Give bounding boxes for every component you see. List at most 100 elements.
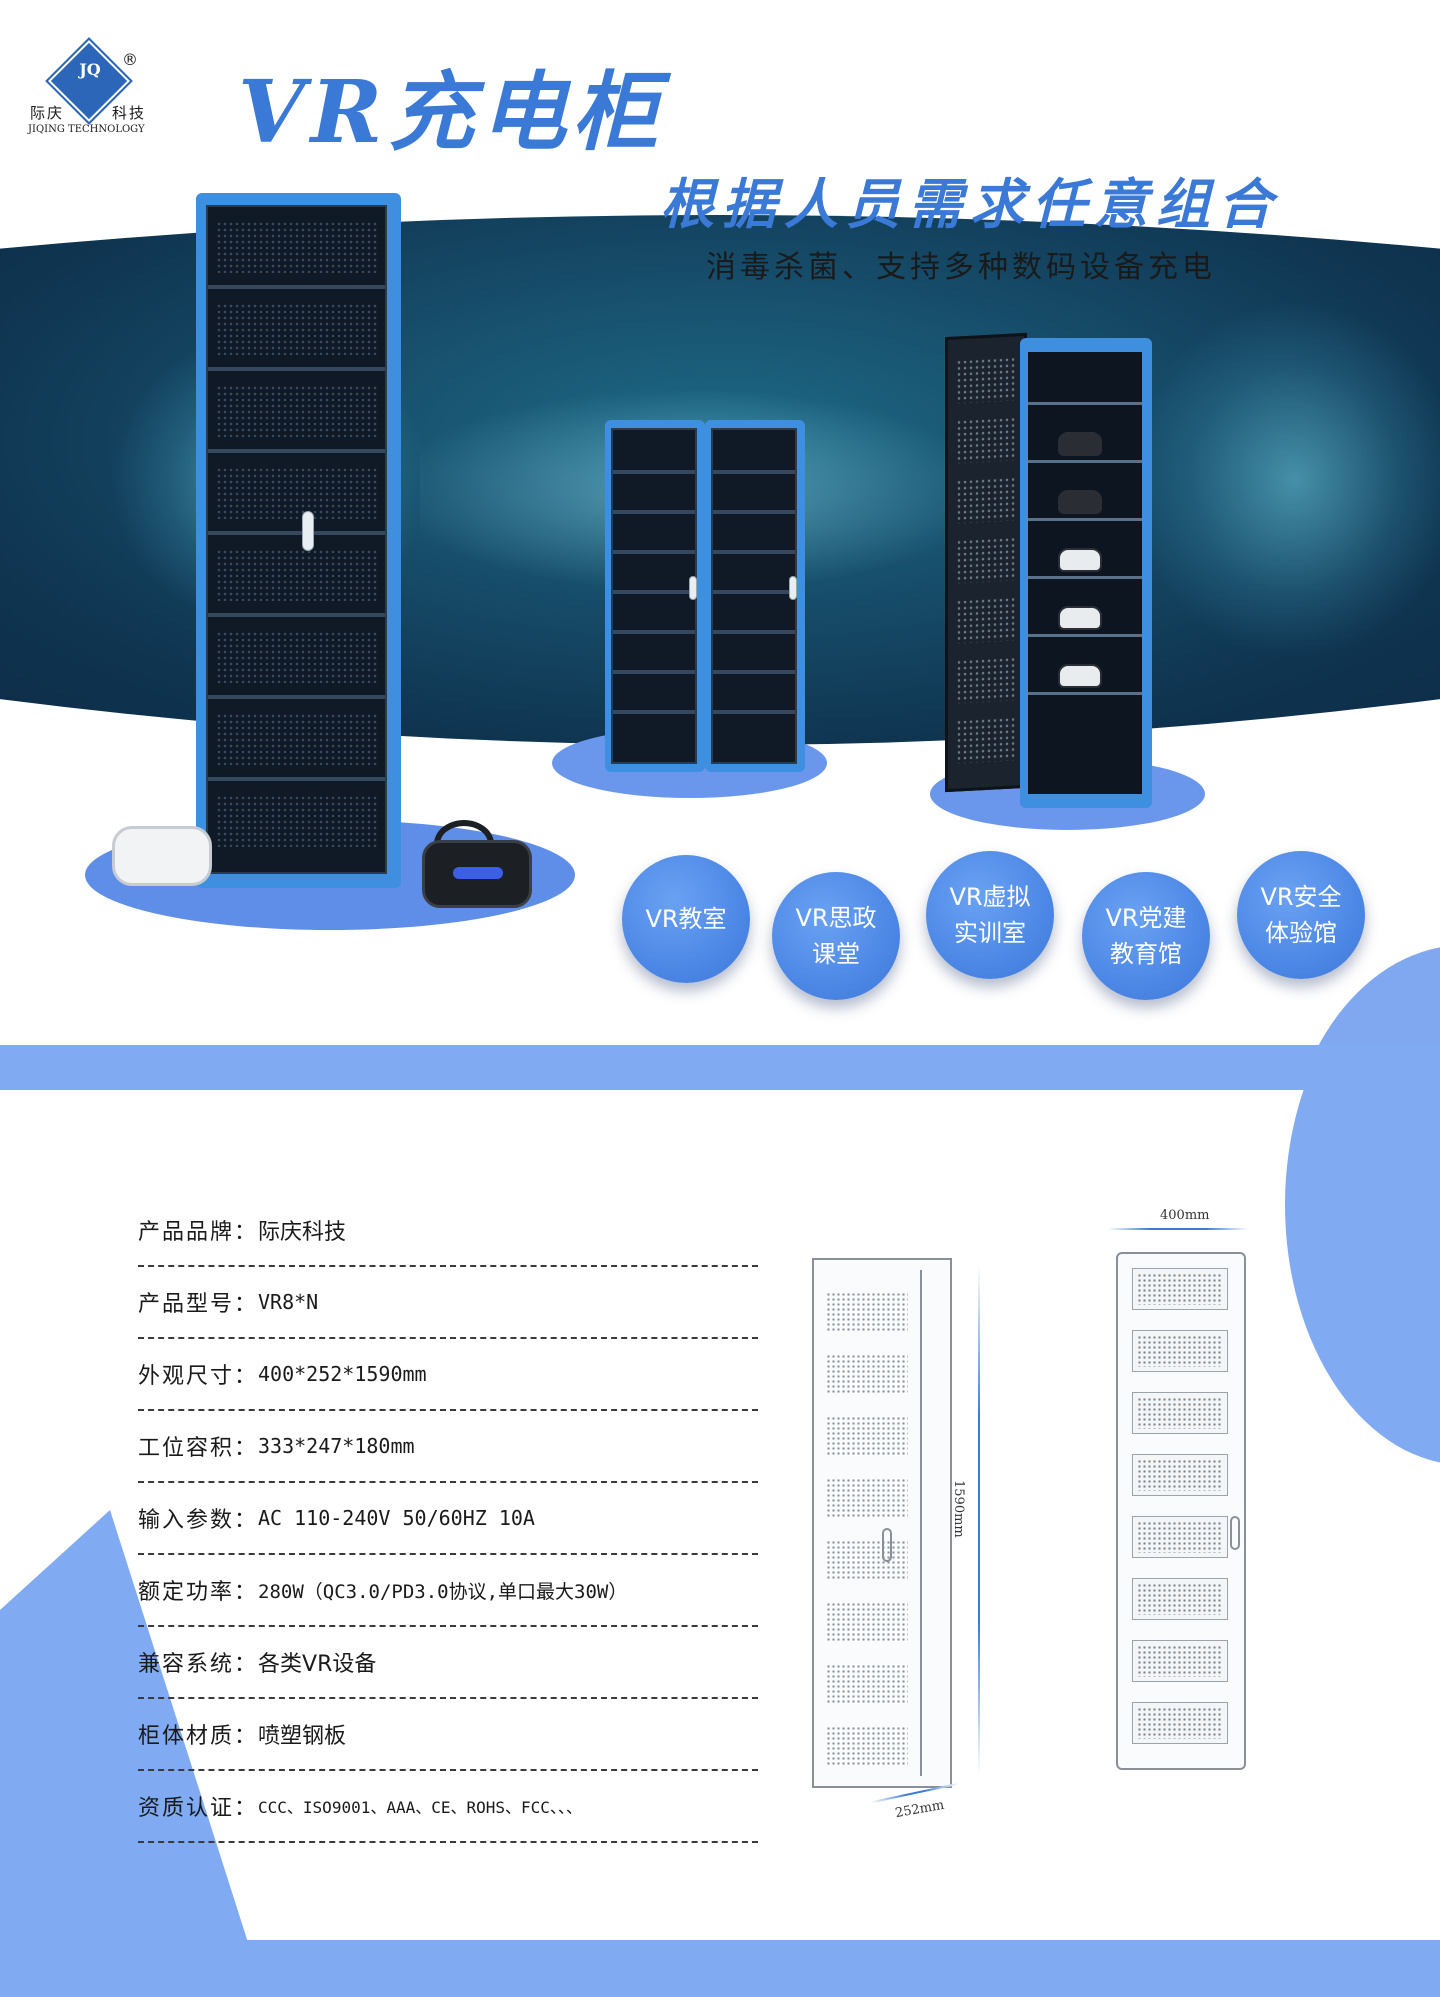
dimension-depth: 252mm	[894, 1797, 946, 1822]
cabinet-shelf	[713, 590, 795, 594]
cabinet-shelf	[1028, 576, 1142, 579]
cabinet-mesh	[216, 631, 377, 683]
drawing-mesh	[826, 1664, 908, 1704]
cabinet-shelf	[1028, 460, 1142, 463]
headset-lens	[453, 867, 503, 879]
cabinet-interior	[1028, 352, 1142, 794]
spec-row-size: 外观尺寸： 400*252*1590mm	[138, 1339, 758, 1411]
spec-key: 外观尺寸：	[138, 1364, 259, 1389]
drawing-mesh	[826, 1354, 908, 1394]
drawing-handle	[882, 1528, 892, 1562]
cabinet-small-right	[705, 420, 805, 772]
subtitle: 消毒杀菌、支持多种数码设备充电	[706, 250, 1216, 285]
drawing-panel	[1132, 1640, 1228, 1682]
cabinet-shelf	[208, 613, 385, 617]
cabinet-glass-door	[206, 205, 387, 874]
spec-key: 产品型号：	[138, 1292, 259, 1317]
drawing-front-face	[814, 1270, 922, 1776]
cabinet-shelf	[1028, 692, 1142, 695]
cabinet-shelf	[208, 777, 385, 781]
spec-key: 额定功率：	[138, 1580, 259, 1605]
dimension-height: 1590mm	[951, 1480, 966, 1538]
drawing-panel	[1132, 1578, 1228, 1620]
door-mesh	[956, 416, 1016, 464]
spec-value: CCC、ISO9001、AAA、CE、ROHS、FCC、、、	[258, 1798, 582, 1817]
cabinet-shelf	[613, 470, 695, 474]
vr-headset-icon	[1058, 606, 1102, 630]
spec-row-brand: 产品品牌： 际庆科技	[138, 1195, 758, 1267]
logo-name-en: JIQING TECHNOLOGY	[28, 124, 145, 135]
logo-name-left: 际庆	[30, 104, 65, 122]
page-title: VR充电柜	[238, 62, 665, 163]
cabinet-shelf	[613, 510, 695, 514]
cabinet-shelf	[613, 630, 695, 634]
cabinet-mesh	[216, 303, 377, 355]
drawing-panel	[1132, 1392, 1228, 1434]
cabinet-open	[1020, 338, 1152, 808]
door-mesh	[956, 596, 1016, 644]
cabinet-shelf	[208, 285, 385, 289]
spec-row-input: 输入参数： AC 110-240V 50/60HZ 10A	[138, 1483, 758, 1555]
cabinet-shelf	[713, 710, 795, 714]
cabinet-shelf	[713, 470, 795, 474]
cabinet-open-door	[945, 332, 1027, 793]
drawing-mesh	[826, 1726, 908, 1766]
cabinet-tall	[196, 193, 401, 888]
spec-list: 产品品牌： 际庆科技 产品型号： VR8*N 外观尺寸： 400*252*159…	[138, 1195, 758, 1843]
drawing-panel	[1132, 1516, 1228, 1558]
cabinet-shelf	[208, 695, 385, 699]
scenario-bubble-ideology: VR思政 课堂	[772, 872, 900, 1000]
cabinet-shelf	[713, 550, 795, 554]
vr-headset-black-icon	[422, 840, 532, 908]
door-mesh	[956, 476, 1016, 524]
spec-key: 兼容系统：	[138, 1652, 259, 1677]
drawing-panel	[1132, 1454, 1228, 1496]
cabinet-front-drawing	[1116, 1252, 1246, 1770]
cabinet-shelf	[208, 449, 385, 453]
hero-section: JQ ® 际庆 科技 JIQING TECHNOLOGY VR充电柜 根据人员需…	[0, 37, 1440, 1045]
door-mesh	[956, 656, 1016, 704]
spec-row-cert: 资质认证： CCC、ISO9001、AAA、CE、ROHS、FCC、、、	[138, 1771, 758, 1843]
hologram-head-right	[1130, 300, 1440, 660]
vr-headset-icon	[1058, 548, 1102, 572]
spec-key: 工位容积：	[138, 1436, 259, 1461]
scenario-bubble-party: VR党建 教育馆	[1082, 872, 1210, 1000]
drawing-mesh	[826, 1292, 908, 1332]
spec-row-power: 额定功率： 280W（QC3.0/PD3.0协议,单口最大30W）	[138, 1555, 758, 1627]
spec-key: 输入参数：	[138, 1508, 259, 1533]
vr-headset-icon	[1058, 490, 1102, 514]
spec-row-volume: 工位容积： 333*247*180mm	[138, 1411, 758, 1483]
bottom-band	[0, 1940, 1440, 1997]
divider-band	[0, 1045, 1440, 1090]
scenario-bubble-safety: VR安全 体验馆	[1237, 851, 1365, 979]
cabinet-shelf	[613, 590, 695, 594]
cabinet-glass-door	[611, 428, 697, 764]
spec-value: 喷塑钢板	[258, 1724, 347, 1749]
drawing-mesh	[826, 1416, 908, 1456]
scenario-bubble-classroom: VR教室	[622, 855, 750, 983]
spec-value: AC 110-240V 50/60HZ 10A	[258, 1506, 535, 1530]
spec-section: 产品品牌： 际庆科技 产品型号： VR8*N 外观尺寸： 400*252*159…	[0, 1090, 1440, 1997]
cabinet-shelf	[208, 531, 385, 535]
door-mesh	[956, 716, 1016, 764]
cabinet-shelf	[208, 367, 385, 371]
spec-value: 280W（QC3.0/PD3.0协议,单口最大30W）	[258, 1580, 628, 1603]
cabinet-shelf	[613, 710, 695, 714]
drawing-handle	[1230, 1516, 1240, 1550]
cabinet-shelf	[713, 670, 795, 674]
cabinet-shelf	[613, 670, 695, 674]
cabinet-mesh	[216, 221, 377, 273]
spec-row-model: 产品型号： VR8*N	[138, 1267, 758, 1339]
spec-key: 柜体材质：	[138, 1724, 259, 1749]
dimension-width: 400mm	[1160, 1208, 1210, 1223]
spec-row-compat: 兼容系统： 各类VR设备	[138, 1627, 758, 1699]
cabinet-handle	[302, 511, 314, 551]
decor-circle	[1285, 1090, 1440, 1465]
cabinet-shelf	[1028, 518, 1142, 521]
drawing-panel	[1132, 1330, 1228, 1372]
vr-headset-white-icon	[112, 826, 212, 886]
cabinet-shelf	[713, 630, 795, 634]
scenario-bubble-training: VR虚拟 实训室	[926, 851, 1054, 979]
cabinet-mesh	[216, 549, 377, 601]
drawing-mesh	[826, 1540, 908, 1580]
